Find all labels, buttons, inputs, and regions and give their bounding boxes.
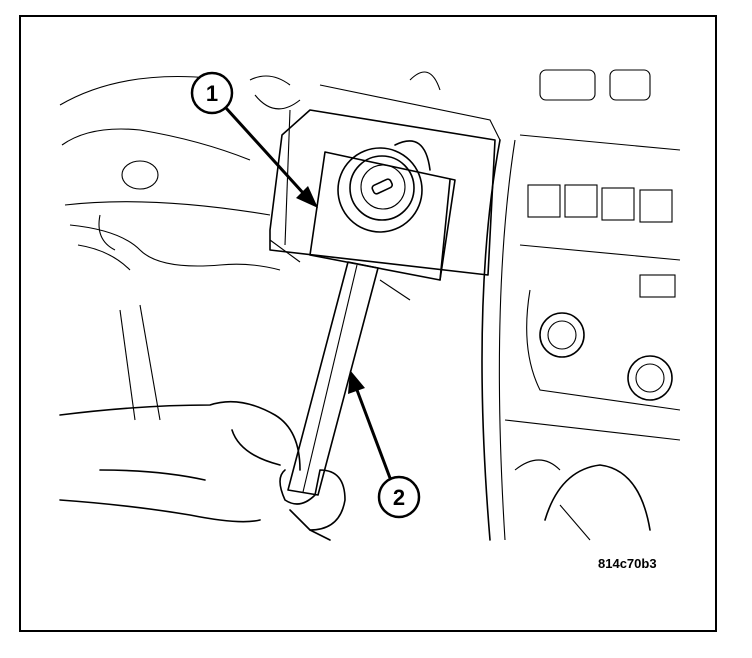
ignition-switch xyxy=(269,109,496,281)
hand xyxy=(59,400,346,541)
callout-2-arrowhead xyxy=(348,370,365,394)
diagram-frame xyxy=(19,15,717,632)
callout-2: 2 xyxy=(348,370,421,519)
callout-1-number: 1 xyxy=(206,81,218,106)
callout-1: 1 xyxy=(190,71,318,208)
center-console xyxy=(409,69,681,541)
removal-tool xyxy=(287,261,379,496)
figure-id: 814c70b3 xyxy=(598,556,657,571)
callout-1-arrowhead xyxy=(296,186,318,208)
dashboard-outline xyxy=(59,75,501,421)
callout-2-number: 2 xyxy=(393,485,405,510)
